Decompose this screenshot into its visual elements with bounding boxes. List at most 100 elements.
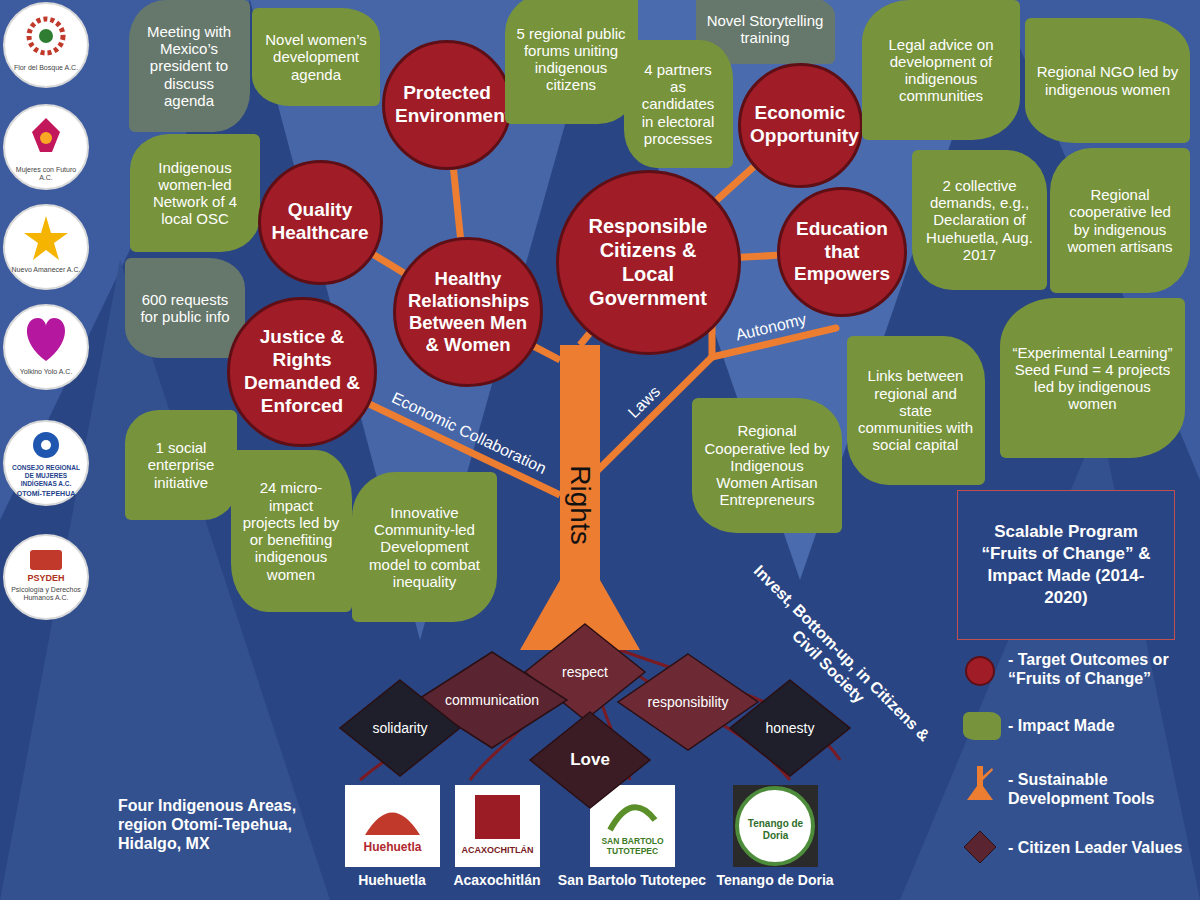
impact-leaf: Novel women’s development agenda xyxy=(252,8,380,106)
legend-swatch xyxy=(963,830,997,864)
branch-connector xyxy=(534,347,560,360)
annotation-label: Flor del Bosque A.C. xyxy=(10,64,82,72)
node-text: 2 collective demands, e.g., Declaration … xyxy=(923,177,1036,263)
node-text: Healthy Relationships Between Men & Wome… xyxy=(408,268,528,357)
node-text: respect xyxy=(562,664,608,680)
impact-leaf: 600 requests for public info xyxy=(125,258,245,358)
impact-leaf: Meeting with Mexico’s president to discu… xyxy=(129,0,250,132)
legend-text: - Impact Made xyxy=(1008,716,1188,735)
value-diamond: Love xyxy=(530,712,650,808)
value-diamond: honesty xyxy=(730,680,850,776)
branch-connector xyxy=(454,170,461,238)
impact-leaf: 24 micro-impact projects led by or benef… xyxy=(231,450,352,612)
branch-connector xyxy=(717,167,754,200)
impact-leaf: 4 partners as candidates in electoral pr… xyxy=(624,40,733,168)
node-text: Links between regional and state communi… xyxy=(858,367,974,453)
impact-leaf: Regional cooperative led by indigenous w… xyxy=(1050,148,1190,293)
outcome-fruit: Healthy Relationships Between Men & Wome… xyxy=(393,237,543,387)
diamond-outline xyxy=(530,712,650,808)
value-diamond: responsibility xyxy=(618,654,758,750)
impact-leaf: “Experimental Learning” Seed Fund = 4 pr… xyxy=(1000,298,1185,458)
legend-title-box: Scalable Program “Fruits of Change” & Im… xyxy=(957,490,1175,640)
annotation-label: Huehuetla xyxy=(342,872,442,889)
diamond-outline xyxy=(618,654,758,750)
node-text: Scalable Program “Fruits of Change” & Im… xyxy=(969,521,1163,609)
annotation-label: OTOMÍ-TEPEHUA xyxy=(10,490,82,498)
impact-leaf: Innovative Community-led Development mod… xyxy=(352,472,497,622)
node-text: Innovative Community-led Development mod… xyxy=(363,504,486,590)
annotation-label: San Bartolo Tutotepec xyxy=(557,872,707,889)
annotation-label: Acaxochitlán xyxy=(447,872,547,889)
node-text: solidarity xyxy=(372,720,427,736)
outcome-fruit: Justice & Rights Demanded & Enforced xyxy=(227,297,377,447)
annotation-label: Tenango de Doria xyxy=(745,818,806,842)
annotation-label: SAN BARTOLO TUTOTEPEC xyxy=(590,836,675,856)
annotation-label: PSYDEH xyxy=(10,573,82,584)
node-text: Regional cooperative led by indigenous w… xyxy=(1061,186,1179,255)
node-text: 600 requests for public info xyxy=(136,291,234,326)
partner-logos xyxy=(4,3,88,619)
annotation-label: Four Indigenous Areas, region Otomí-Tepe… xyxy=(118,796,348,854)
legend-text: - Sustainable Development Tools xyxy=(1008,770,1188,808)
annotation-label: Yolkino Yolo A.C. xyxy=(10,368,82,376)
node-text: Novel Storytelling training xyxy=(707,12,824,47)
node-text: Responsible Citizens & Local Government xyxy=(574,214,722,310)
node-text: Rights xyxy=(564,465,596,544)
annotation-label: Tenango de Doria xyxy=(710,872,840,889)
tool-sample xyxy=(967,766,993,800)
rights-trunk: Rights xyxy=(520,345,640,650)
branch-connector xyxy=(580,334,589,345)
annotation-label: ACAXOCHITLÁN xyxy=(455,845,540,856)
annotation-label: Laws xyxy=(624,382,664,422)
legend-swatch xyxy=(963,712,1001,740)
node-text: Love xyxy=(570,750,610,770)
legend-text: - Target Outcomes or “Fruits of Change” xyxy=(1008,650,1188,688)
node-text: Novel women’s development agenda xyxy=(263,31,369,83)
impact-leaf: 5 regional public forums uniting indigen… xyxy=(505,0,638,124)
impact-leaf: Indigenous women-led Network of 4 local … xyxy=(130,134,260,252)
mountain xyxy=(0,0,250,520)
value-diamond: solidarity xyxy=(340,680,460,776)
node-text: Quality Healthcare xyxy=(270,199,370,245)
impact-leaf: Regional NGO led by indigenous women xyxy=(1025,18,1190,143)
diamond-outline xyxy=(730,680,850,776)
branch-connector xyxy=(740,255,777,257)
outcome-fruit: Education that Empowers xyxy=(777,187,907,317)
outcome-fruit: Protected Environment xyxy=(382,40,512,170)
annotation-label: Economic Collaboration xyxy=(389,388,550,478)
node-text: Regional NGO led by indigenous women xyxy=(1036,63,1179,98)
value-sample xyxy=(964,831,996,863)
node-text: communication xyxy=(445,692,539,708)
node-text: Economic Opportunity xyxy=(750,102,850,148)
node-text: responsibility xyxy=(648,694,729,710)
branch-connector xyxy=(373,254,404,273)
node-text: 5 regional public forums uniting indigen… xyxy=(516,25,627,94)
impact-leaf: Links between regional and state communi… xyxy=(847,336,985,485)
impact-leaf: 1 social enterprise initiative xyxy=(125,410,237,520)
impact-leaf: 2 collective demands, e.g., Declaration … xyxy=(912,150,1047,290)
node-text: honesty xyxy=(765,720,814,736)
annotation-label: Nuevo Amanecer A.C. xyxy=(10,266,82,274)
fruit-sample xyxy=(966,657,994,685)
node-text: Education that Empowers xyxy=(790,218,894,286)
impact-leaf: Legal advice on development of indigenou… xyxy=(862,0,1020,140)
node-text: 24 micro-impact projects led by or benef… xyxy=(242,479,341,583)
node-text: Meeting with Mexico’s president to discu… xyxy=(140,23,239,109)
node-text: “Experimental Learning” Seed Fund = 4 pr… xyxy=(1011,344,1174,413)
annotation-label: Autonomy xyxy=(734,309,809,344)
node-text: Indigenous women-led Network of 4 local … xyxy=(141,159,249,228)
annotation-label: CONSEJO REGIONAL DE MUJERES INDÍGENAS A.… xyxy=(9,464,83,487)
legend-swatch xyxy=(963,655,997,687)
annotation-label: Mujeres con Futuro A.C. xyxy=(10,166,82,183)
node-text: Regional Cooperative led by Indigenous W… xyxy=(703,422,831,508)
diamond-outline xyxy=(340,680,460,776)
node-text: 1 social enterprise initiative xyxy=(136,439,226,491)
mountain xyxy=(900,420,1200,900)
outcome-fruit: Economic Opportunity xyxy=(738,63,863,188)
node-text: Justice & Rights Demanded & Enforced xyxy=(242,326,362,417)
outcome-fruit: Responsible Citizens & Local Government xyxy=(556,170,741,355)
annotation-label: Huehuetla xyxy=(345,840,440,854)
node-text: 4 partners as candidates in electoral pr… xyxy=(635,61,722,147)
